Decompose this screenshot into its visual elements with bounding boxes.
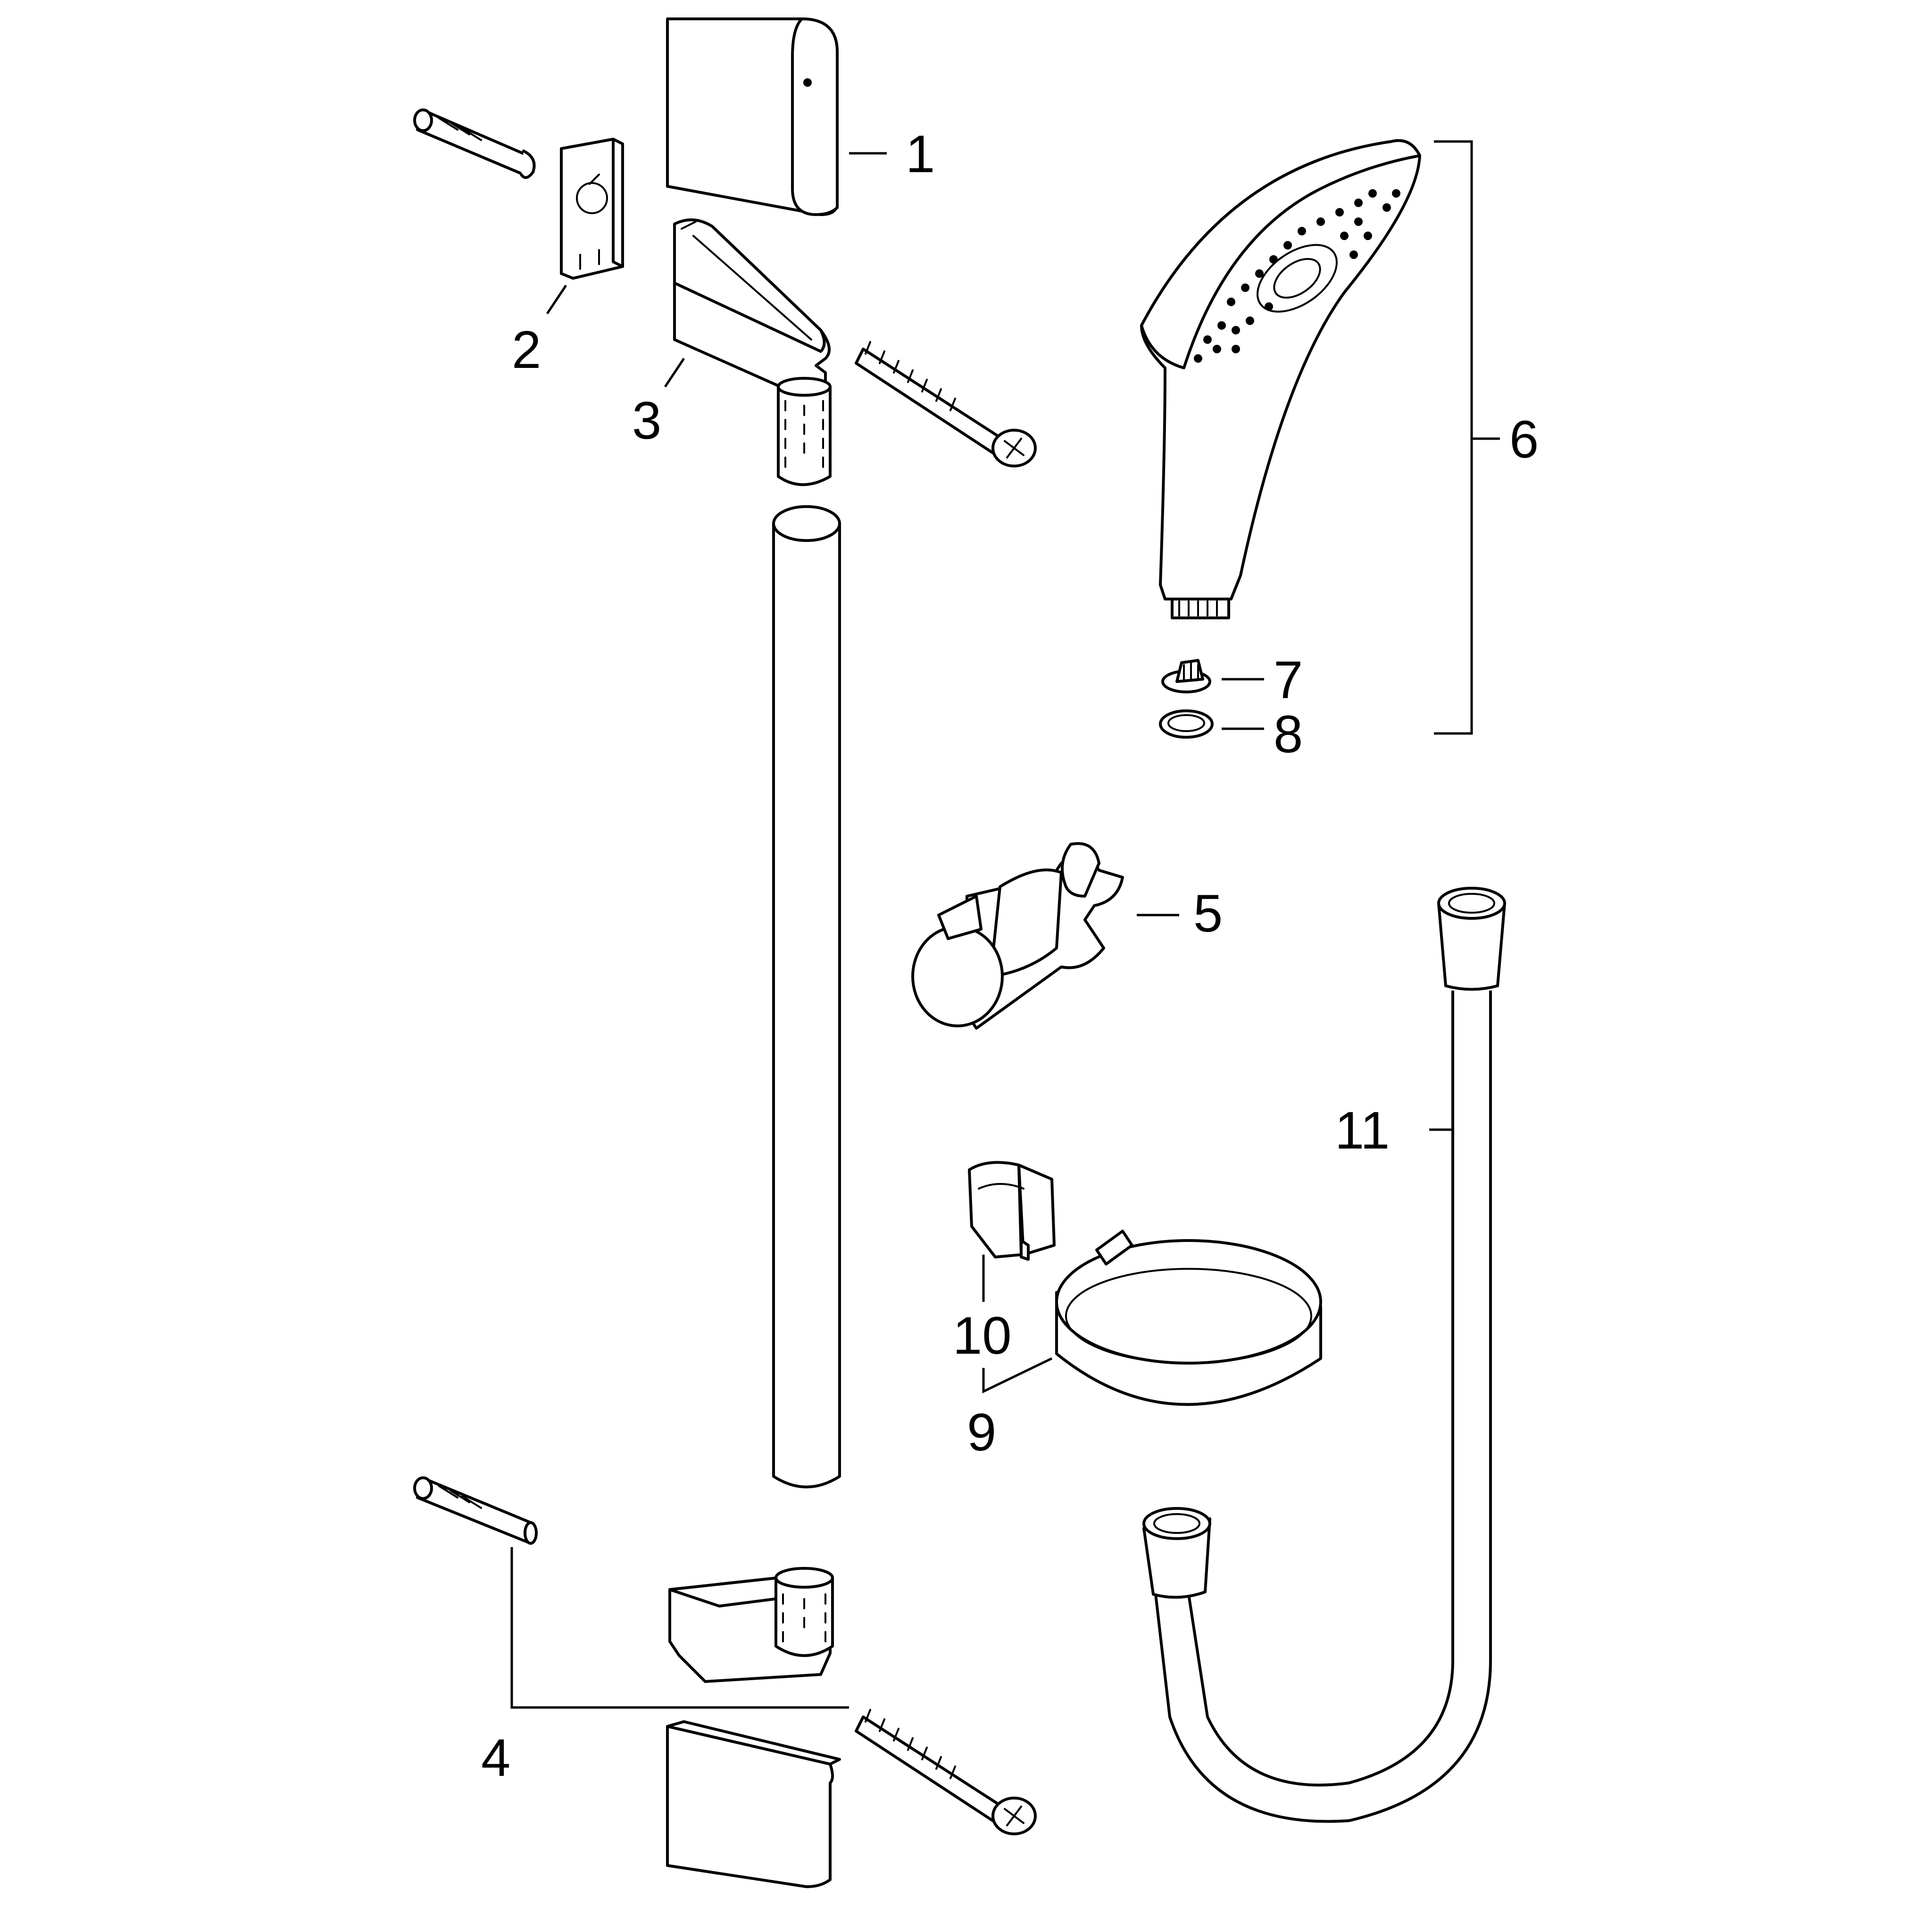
lower-wall-plug [413, 1476, 538, 1545]
lower-screw [855, 1709, 1037, 1835]
lower-wall-holder [668, 1567, 834, 1683]
upper-screw [855, 341, 1037, 467]
callout-1: 1 [906, 125, 935, 183]
upper-wall-plug [413, 108, 536, 179]
callout-7: 7 [1274, 650, 1303, 709]
callout-3: 3 [632, 391, 661, 450]
upper-mounting-plate [560, 138, 624, 280]
callout-6: 6 [1509, 410, 1539, 469]
callout-11: 11 [1335, 1101, 1390, 1160]
callout-labels: 1 2 3 4 5 6 7 8 9 10 11 [481, 125, 1539, 1787]
hand-shower [1140, 139, 1421, 619]
strainer-part-7 [1161, 659, 1211, 693]
slide-rail-bar [772, 505, 841, 1489]
callout-4: 4 [481, 1728, 510, 1787]
holder-ring-part-9 [1055, 1230, 1322, 1406]
clip-part-10 [968, 1161, 1056, 1261]
shower-slider [911, 842, 1124, 1030]
callout-2: 2 [512, 320, 541, 379]
callout-9: 9 [967, 1403, 996, 1462]
callout-8: 8 [1274, 705, 1303, 764]
leader-lines [510, 140, 1500, 1709]
top-cover-cap [666, 17, 839, 216]
shower-hose [1142, 887, 1506, 1823]
upper-wall-holder [673, 218, 832, 486]
callout-10: 10 [953, 1306, 1012, 1365]
lower-cover-cap [666, 1720, 841, 1888]
callout-5: 5 [1193, 884, 1223, 943]
seal-ring-part-8 [1159, 709, 1214, 739]
